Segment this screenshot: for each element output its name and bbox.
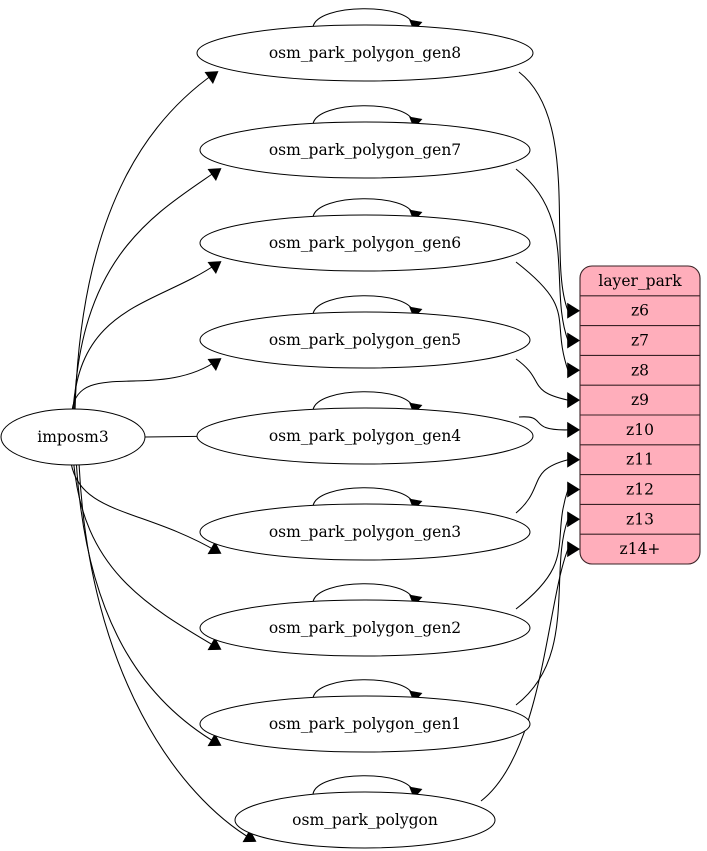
node-label-osm_park_polygon_gen4: osm_park_polygon_gen4 xyxy=(269,427,461,445)
table-row-z13[interactable]: z13 xyxy=(626,510,654,528)
self-loop-edge xyxy=(312,295,414,315)
table-row-z6[interactable]: z6 xyxy=(631,302,649,320)
self-loop-edge xyxy=(312,391,414,411)
table-row-z12[interactable]: z12 xyxy=(626,481,654,499)
arrow-head xyxy=(207,541,222,555)
node-label-osm_park_polygon_gen8: osm_park_polygon_gen8 xyxy=(269,44,461,62)
node-label-osm_park_polygon_gen5: osm_park_polygon_gen5 xyxy=(269,331,461,349)
edge-imposm3-to-osm_park_polygon_gen2 xyxy=(73,462,219,649)
table-row-z7[interactable]: z7 xyxy=(631,332,649,350)
arrow-head xyxy=(207,637,222,651)
polygon-nodes: osm_park_polygon_gen8 osm_park_polygon_ge… xyxy=(196,24,534,849)
edge-imposm3-to-osm_park_polygon_gen8 xyxy=(74,72,216,412)
edge-osm_park_polygon_gen5-to-z9 xyxy=(515,358,569,401)
edge-osm_park_polygon_gen8-to-z6 xyxy=(518,71,569,311)
table-row-z14plus[interactable]: z14+ xyxy=(620,540,661,558)
node-osm_park_polygon_gen4[interactable] xyxy=(196,407,534,465)
edges-to-layer-park xyxy=(480,71,581,802)
arrow-head xyxy=(207,168,222,182)
arrow-head xyxy=(567,451,581,468)
arrow-head xyxy=(567,362,581,379)
edge-osm_park_polygon_gen7-to-z7 xyxy=(515,168,569,341)
node-label-osm_park_polygon_gen2: osm_park_polygon_gen2 xyxy=(269,619,461,637)
layer-park-table: layer_park z6 z7 z8 z9 z10 z11 z12 z13 z14+ xyxy=(579,265,701,565)
edge-imposm3-to-osm_park_polygon_gen7 xyxy=(73,169,219,412)
table-header-label: layer_park xyxy=(598,272,682,290)
arrow-head xyxy=(567,332,581,349)
node-osm_park_polygon_gen7[interactable] xyxy=(199,121,531,179)
edge-osm_park_polygon_gen4-to-z10 xyxy=(518,416,569,431)
self-loop-edge xyxy=(312,583,414,603)
node-osm_park_polygon_gen5[interactable] xyxy=(199,311,531,369)
arrow-head xyxy=(207,358,222,372)
arrow-head xyxy=(567,392,581,409)
edge-imposm3-to-osm_park_polygon xyxy=(78,462,254,841)
self-loop-edge xyxy=(312,105,414,125)
edge-osm_park_polygon_gen6-to-z8 xyxy=(515,261,569,371)
edge-imposm3-to-osm_park_polygon_gen3 xyxy=(70,462,219,553)
edge-osm_park_polygon_gen2-to-z12 xyxy=(515,489,569,610)
source-node-group: imposm3 xyxy=(0,408,146,466)
edge-imposm3-to-osm_park_polygon_gen1 xyxy=(75,462,219,745)
self-loop-edge xyxy=(312,679,414,699)
edge-osm_park_polygon_gen1-to-z13 xyxy=(515,519,569,706)
node-imposm3[interactable] xyxy=(0,408,146,466)
self-loop-edges xyxy=(312,8,423,799)
arrow-head xyxy=(207,261,222,275)
arrow-head xyxy=(409,786,423,799)
node-osm_park_polygon_gen8[interactable] xyxy=(196,24,534,82)
arrow-head xyxy=(204,71,219,85)
self-loop-edge xyxy=(312,487,414,507)
node-osm_park_polygon_gen2[interactable] xyxy=(199,599,531,657)
self-loop-edge xyxy=(312,8,414,28)
arrow-head xyxy=(207,733,222,747)
node-label-osm_park_polygon_gen6: osm_park_polygon_gen6 xyxy=(269,234,461,252)
arrow-head xyxy=(567,481,581,498)
node-osm_park_polygon_gen6[interactable] xyxy=(199,214,531,272)
node-label-osm_park_polygon_gen7: osm_park_polygon_gen7 xyxy=(269,141,461,159)
node-label-osm_park_polygon_gen1: osm_park_polygon_gen1 xyxy=(269,715,461,733)
node-osm_park_polygon_gen3[interactable] xyxy=(199,503,531,561)
arrow-head xyxy=(567,302,581,319)
edge-osm_park_polygon-to-z14+ xyxy=(480,548,569,802)
edge-imposm3-to-osm_park_polygon_gen5 xyxy=(71,359,219,412)
edge-imposm3-to-osm_park_polygon_gen6 xyxy=(72,262,219,412)
table-row-z10[interactable]: z10 xyxy=(626,421,654,439)
self-loop-edge xyxy=(312,775,414,795)
arrow-head xyxy=(567,541,581,558)
node-label-osm_park_polygon_gen3: osm_park_polygon_gen3 xyxy=(269,523,461,541)
node-osm_park_polygon_gen1[interactable] xyxy=(199,695,531,753)
arrow-head xyxy=(567,421,581,438)
table-row-z8[interactable]: z8 xyxy=(631,361,649,379)
self-loop-edge xyxy=(312,198,414,218)
table-row-z9[interactable]: z9 xyxy=(631,391,649,409)
arrow-head xyxy=(567,511,581,528)
node-label-osm_park_polygon: osm_park_polygon xyxy=(292,811,438,829)
node-imposm3-label: imposm3 xyxy=(37,428,108,446)
table-row-z11[interactable]: z11 xyxy=(626,451,654,469)
node-osm_park_polygon[interactable] xyxy=(234,791,496,849)
edge-osm_park_polygon_gen3-to-z11 xyxy=(515,459,569,514)
arrow-head xyxy=(242,829,257,843)
